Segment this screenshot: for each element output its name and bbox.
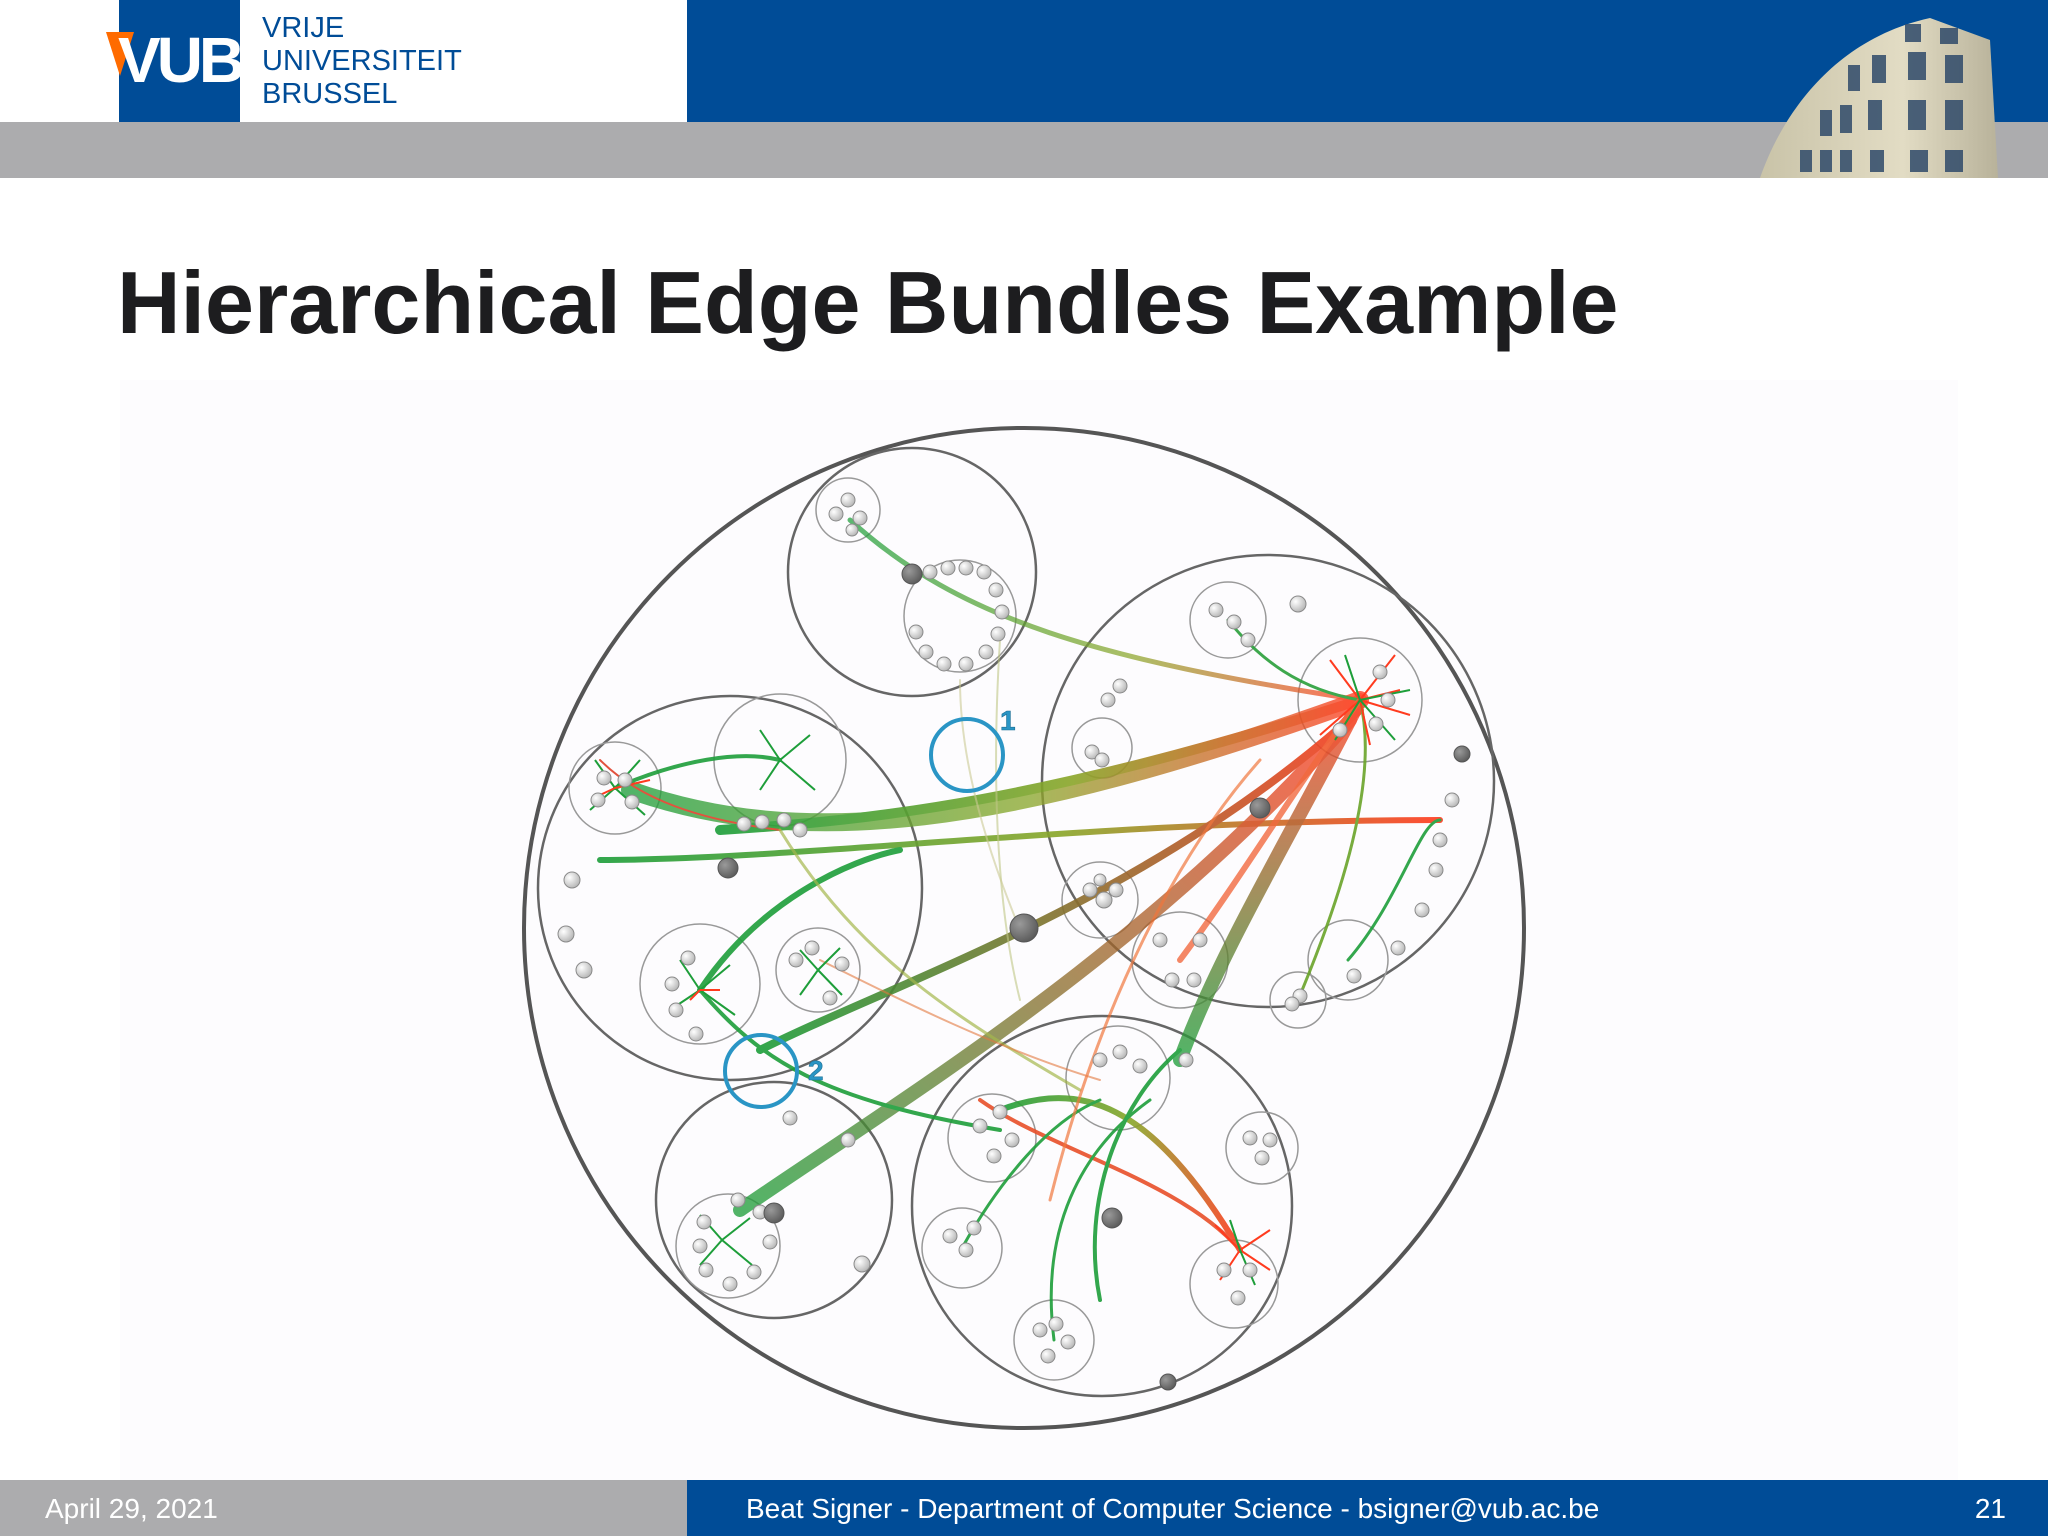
building-photo <box>1760 18 1998 178</box>
footer-date: April 29, 2021 <box>45 1493 218 1524</box>
marker-label-2: 2 <box>808 1055 824 1086</box>
edge-bundle-image: 1 2 <box>522 426 1526 1430</box>
footer-blue-band <box>687 1480 2048 1536</box>
vub-logo-accent <box>106 32 134 76</box>
university-name-line-2: UNIVERSITEIT <box>262 45 462 77</box>
footer-author: Beat Signer - Department of Computer Sci… <box>746 1493 1600 1524</box>
footer-page-number: 21 <box>1974 1493 2006 1524</box>
footer-gray-band <box>0 1480 687 1536</box>
university-name-line-3: BRUSSEL <box>262 78 398 110</box>
university-name-line-1: VRIJE <box>262 12 345 44</box>
header-gray-band <box>0 122 2048 178</box>
marker-circle-1 <box>929 717 1005 793</box>
marker-label-1: 1 <box>1000 705 1016 736</box>
edge-bundle-figure: 1 2 <box>120 380 1958 1480</box>
vub-logo-box <box>119 0 240 122</box>
vub-logo-mark: VUB <box>118 24 245 96</box>
university-name: VRIJE UNIVERSITEIT BRUSSEL <box>262 12 522 111</box>
slide-title: Hierarchical Edge Bundles Example <box>117 253 1619 352</box>
marker-circle-2 <box>723 1033 799 1109</box>
